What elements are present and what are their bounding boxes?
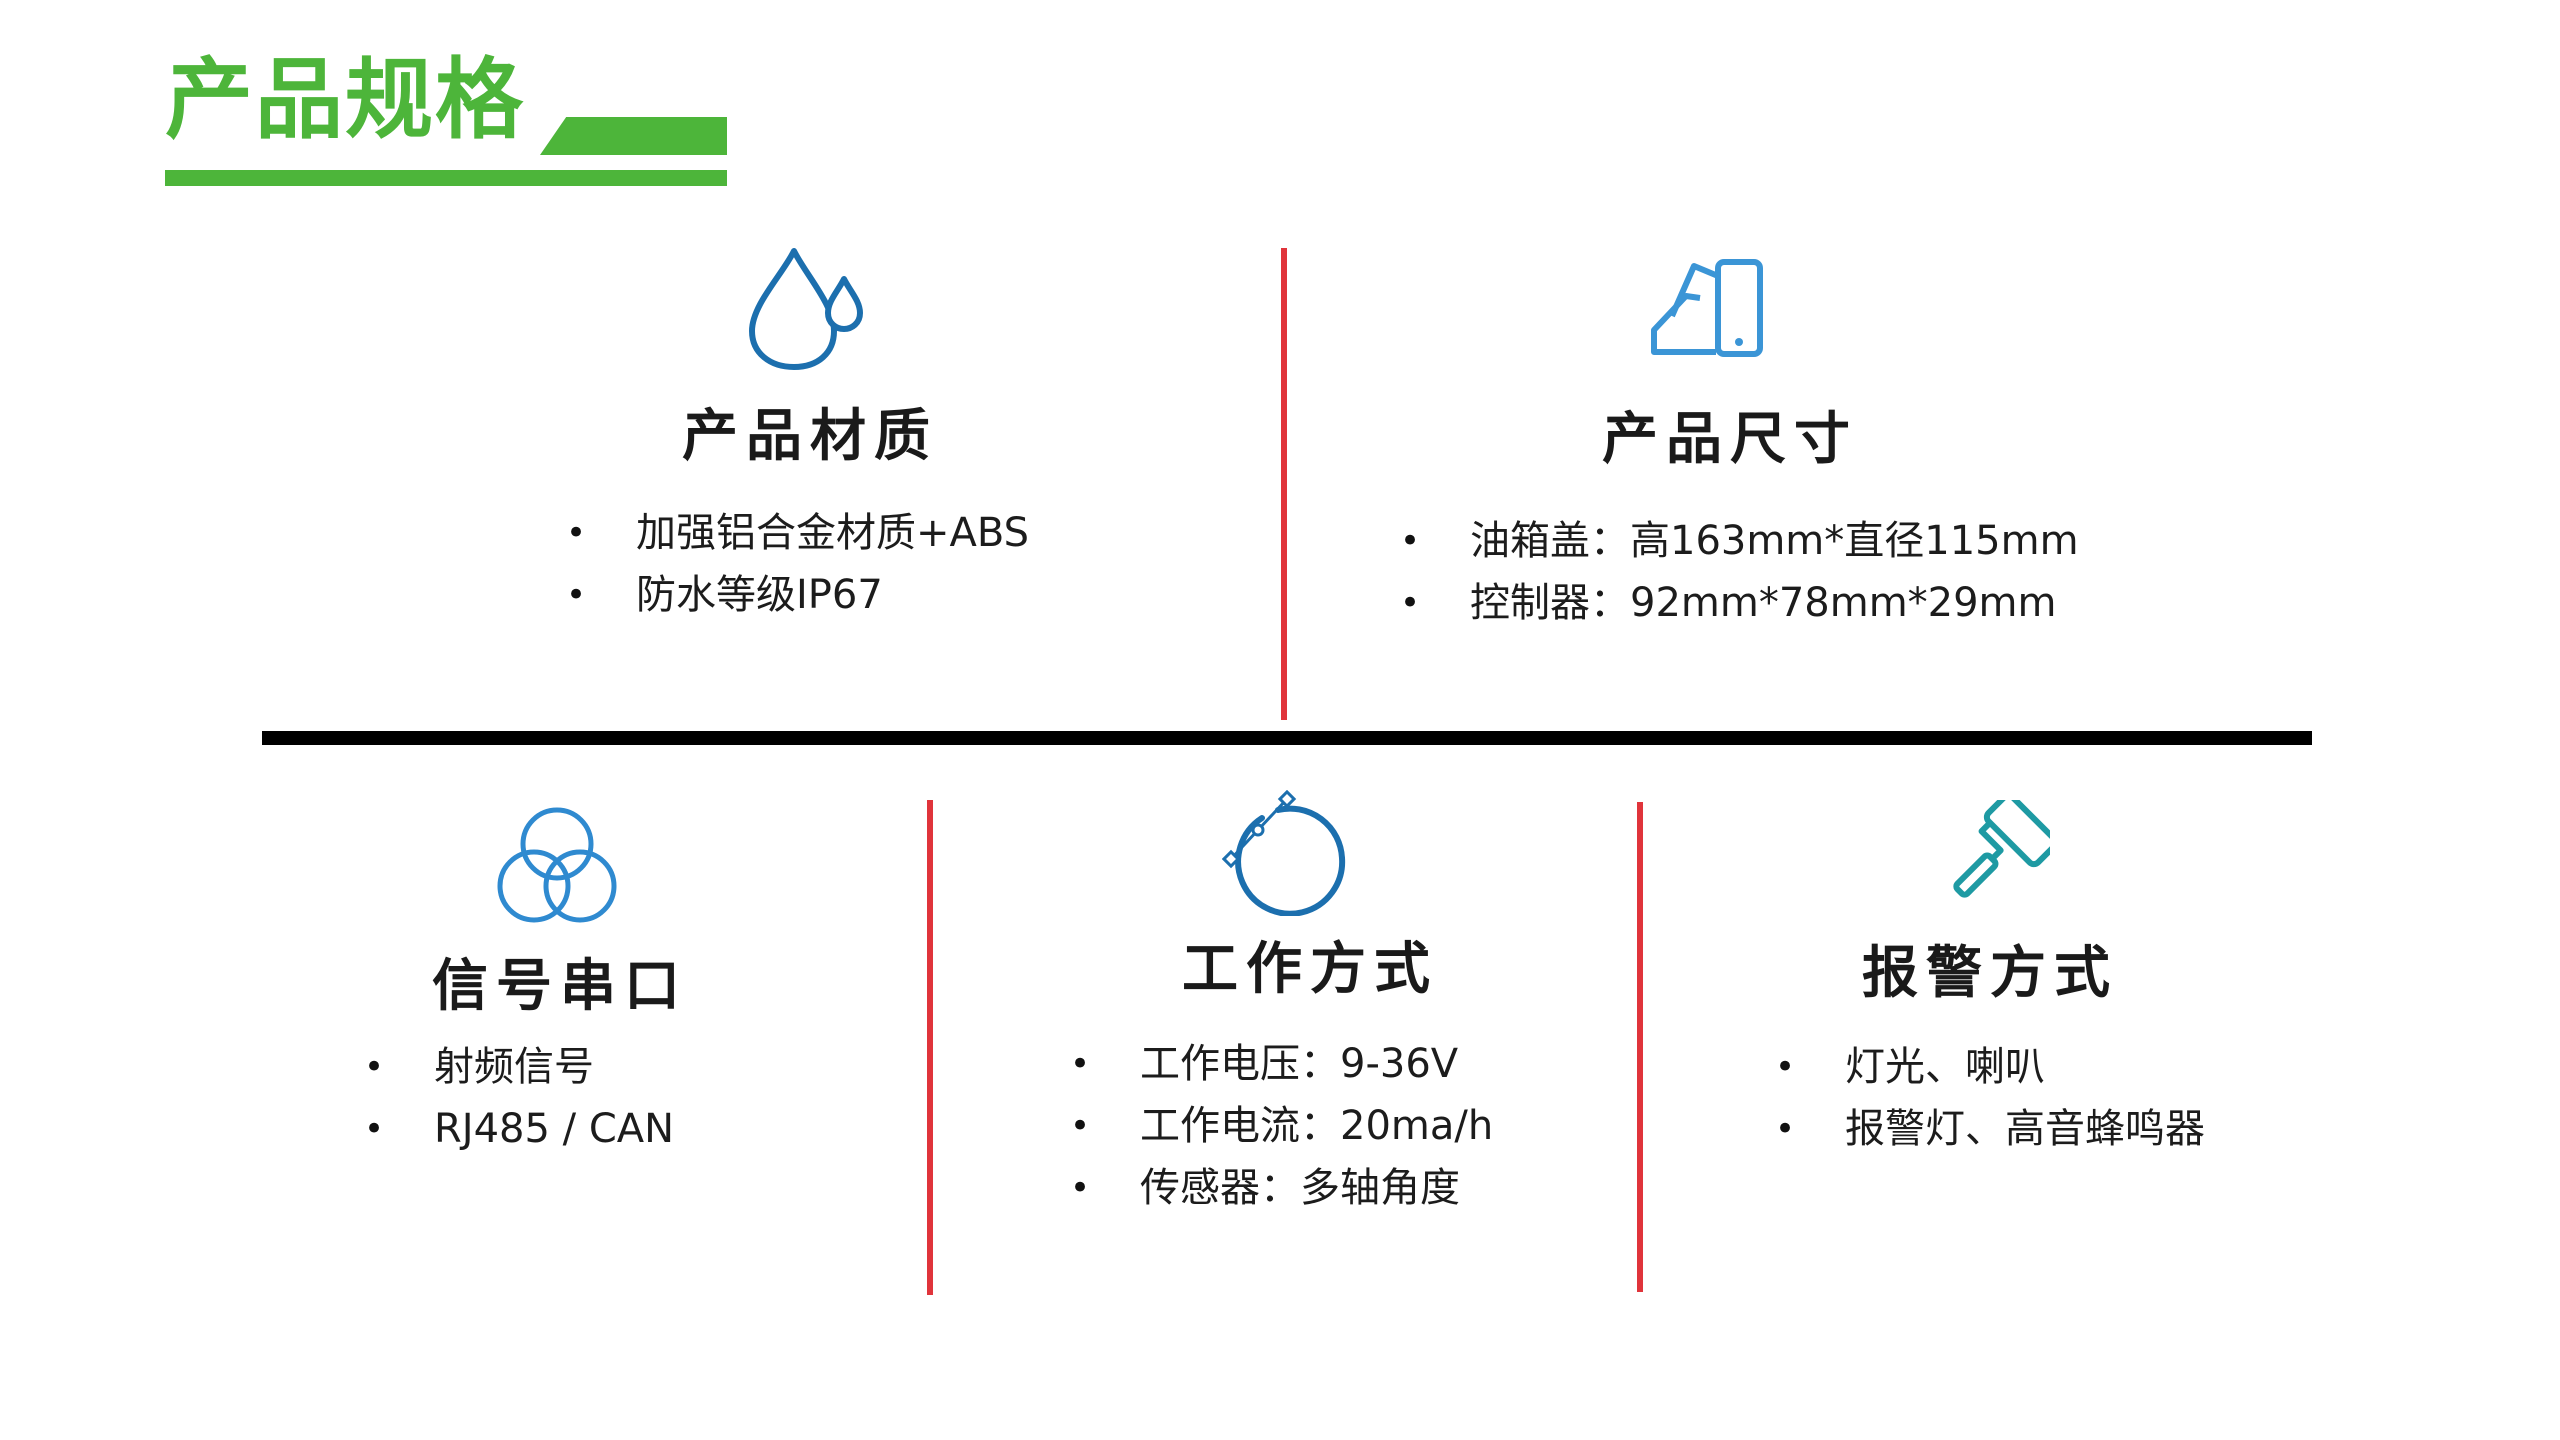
size-list: 油箱盖：高163mm*直径115mm 控制器：92mm*78mm*29mm [1400,510,2079,634]
venn-circles-icon [497,807,617,923]
list-item: 工作电流：20ma/h [1070,1095,1493,1157]
list-item: 油箱盖：高163mm*直径115mm [1400,510,2079,572]
section-title-material: 产品材质 [682,404,938,469]
list-item: 加强铝合金材质+ABS [566,502,1029,564]
list-item: 灯光、喇叭 [1775,1036,2205,1098]
list-item: 报警灯、高音蜂鸣器 [1775,1098,2205,1160]
vertical-divider-top [1281,248,1287,720]
list-item: 射频信号 [364,1036,674,1098]
list-item: RJ485 / CAN [364,1098,674,1160]
bezier-arc-icon [1222,790,1346,916]
section-title-alarm: 报警方式 [1862,941,2118,1006]
section-title-work: 工作方式 [1182,937,1438,1002]
list-item: 控制器：92mm*78mm*29mm [1400,572,2079,634]
title-underline [165,170,727,186]
paint-roller-icon [1953,800,2050,898]
work-list: 工作电压：9-36V 工作电流：20ma/h 传感器：多轴角度 [1070,1033,1493,1219]
list-item: 防水等级IP67 [566,564,1029,626]
color-swatch-icon [1651,259,1763,357]
material-list: 加强铝合金材质+ABS 防水等级IP67 [566,502,1029,626]
page-title: 产品规格 [165,48,526,151]
alarm-list: 灯光、喇叭 报警灯、高音蜂鸣器 [1775,1036,2205,1160]
section-title-size: 产品尺寸 [1602,407,1858,472]
horizontal-divider [262,731,2312,745]
water-drop-icon [749,248,863,370]
list-item: 工作电压：9-36V [1070,1033,1493,1095]
vertical-divider-bottom-right [1637,802,1643,1292]
title-accent-wedge [540,117,727,155]
signal-list: 射频信号 RJ485 / CAN [364,1036,674,1160]
list-item: 传感器：多轴角度 [1070,1157,1493,1219]
section-title-signal: 信号串口 [432,954,688,1019]
vertical-divider-bottom-left [927,800,933,1295]
